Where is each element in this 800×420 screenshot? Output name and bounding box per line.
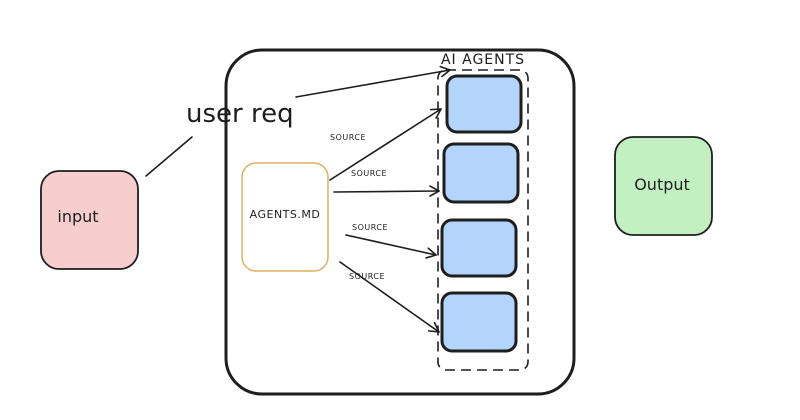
source-arrow-2 bbox=[333, 185, 440, 197]
input-label: input bbox=[57, 207, 98, 226]
agents-md-node[interactable]: AGENTS.MD bbox=[241, 162, 329, 272]
user-req-arrow bbox=[295, 65, 451, 98]
source-label-4: SOURCE bbox=[349, 272, 385, 281]
source-arrow-4 bbox=[339, 261, 440, 333]
output-label: Output bbox=[634, 175, 690, 194]
source-arrow-1 bbox=[329, 108, 442, 181]
agent-box-4[interactable] bbox=[440, 291, 518, 353]
ai-agents-title: AI AGENTS bbox=[441, 52, 525, 68]
source-label-1: SOURCE bbox=[330, 133, 366, 142]
ai-system-container bbox=[224, 48, 576, 396]
source-label-3: SOURCE bbox=[352, 223, 388, 232]
ai-agents-group bbox=[437, 69, 529, 371]
source-label-2: SOURCE bbox=[351, 169, 387, 178]
agent-box-2[interactable] bbox=[442, 142, 520, 204]
user-req-label: user req bbox=[186, 99, 294, 129]
output-node[interactable]: Output bbox=[614, 136, 713, 236]
agents-md-label: AGENTS.MD bbox=[250, 208, 321, 221]
agent-box-1[interactable] bbox=[445, 74, 523, 134]
input-node[interactable]: input bbox=[40, 170, 139, 270]
source-arrow-3 bbox=[345, 234, 437, 259]
agent-box-3[interactable] bbox=[440, 218, 518, 278]
input-connector-line bbox=[145, 136, 193, 177]
